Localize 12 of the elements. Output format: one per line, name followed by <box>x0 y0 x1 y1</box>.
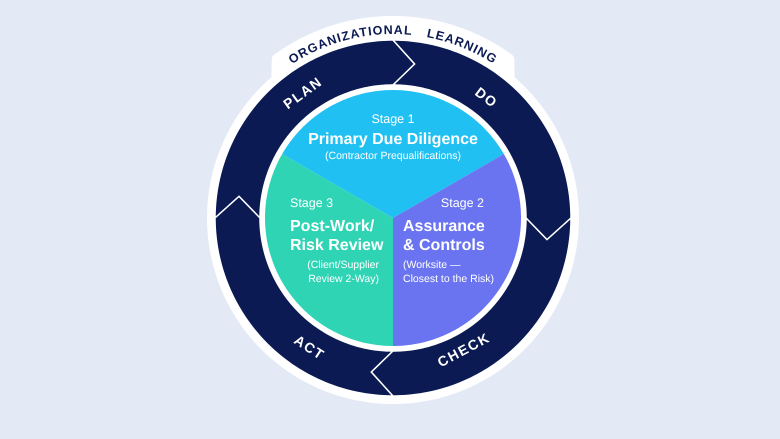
stage-title: Primary Due Diligence <box>308 130 478 150</box>
stage-description: (Client/Supplier Review 2-Way) <box>306 259 379 286</box>
segment-label: ACT <box>290 332 328 362</box>
stage-title: Assurance & Controls <box>403 217 486 255</box>
ring-segment <box>214 195 394 397</box>
stage-label: Stage 2 <box>440 195 484 211</box>
stage-label: Stage 3 <box>290 195 334 211</box>
stage-description: (Contractor Prequalifications) <box>325 150 461 163</box>
stage-label: Stage 1 <box>371 111 415 127</box>
stage-title: Post-Work/ Risk Review <box>290 217 384 255</box>
stage-description: (Worksite — Closest to the Risk) <box>403 259 496 286</box>
segment-label: DO <box>471 84 500 111</box>
